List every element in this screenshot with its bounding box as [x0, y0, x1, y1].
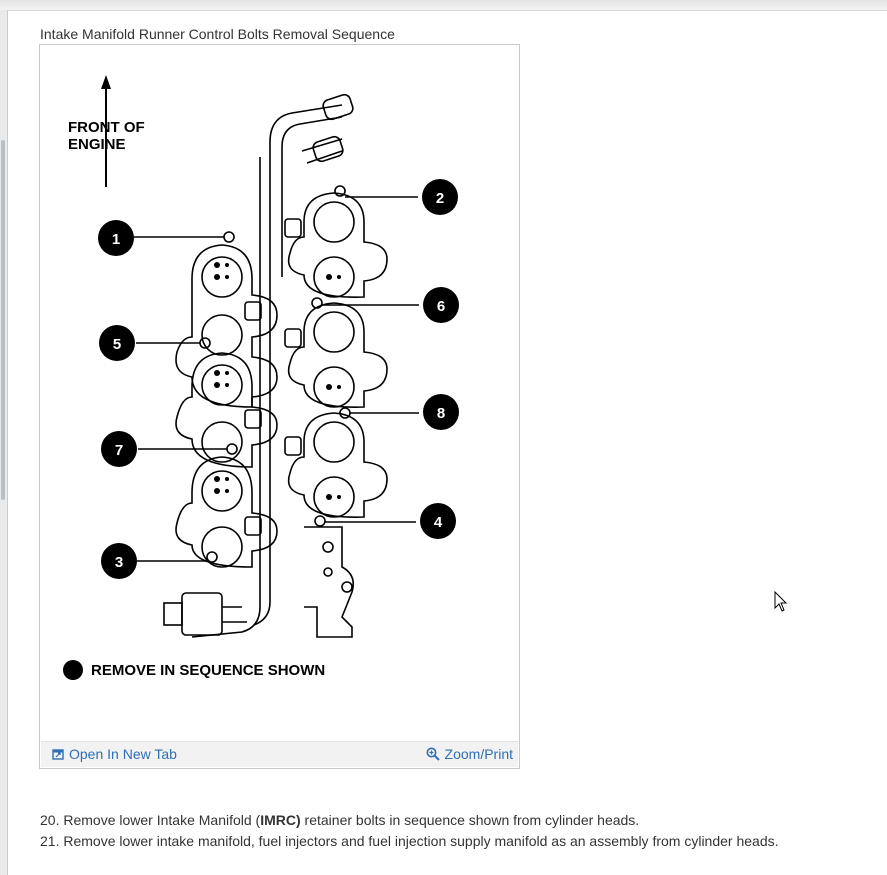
figure-caption: Intake Manifold Runner Control Bolts Rem…: [40, 26, 395, 42]
callout-leaders: [134, 196, 419, 562]
legend-dot-icon: [63, 660, 83, 680]
callout-1: 1: [98, 220, 134, 256]
svg-text:4: 4: [434, 514, 443, 531]
callout-4: 4: [420, 503, 456, 539]
callout-7: 7: [101, 431, 137, 467]
callout-3: 3: [101, 543, 137, 579]
top-toolbar-strip: [0, 0, 887, 11]
callout-5: 5: [99, 325, 135, 361]
zoom-print-link[interactable]: Zoom/Print: [426, 746, 513, 762]
front-label-line2: ENGINE: [68, 136, 126, 153]
front-label-line1: FRONT OF: [68, 119, 145, 136]
svg-text:1: 1: [112, 231, 120, 248]
front-arrow-icon: [101, 75, 111, 187]
zoom-print-label: Zoom/Print: [444, 746, 513, 762]
svg-text:6: 6: [437, 298, 445, 315]
svg-text:3: 3: [115, 554, 123, 571]
manifold-diagram: FRONT OF ENGINE: [63, 75, 459, 680]
instruction-steps: 20. Remove lower Intake Manifold (IMRC) …: [40, 810, 779, 852]
step-20: 20. Remove lower Intake Manifold (IMRC) …: [40, 812, 640, 828]
svg-text:2: 2: [436, 190, 444, 207]
callout-6: 6: [423, 287, 459, 323]
figure-image[interactable]: FRONT OF ENGINE: [42, 47, 517, 744]
svg-text:8: 8: [437, 405, 445, 422]
zoom-icon: [426, 747, 440, 761]
manifold-drawing: [163, 93, 388, 638]
open-in-new-tab-icon: [52, 749, 64, 760]
svg-text:5: 5: [113, 336, 121, 353]
legend-text: REMOVE IN SEQUENCE SHOWN: [91, 662, 325, 679]
scrollbar-thumb[interactable]: [1, 140, 5, 500]
open-in-new-tab-link[interactable]: Open In New Tab: [52, 746, 177, 762]
figure-container: FRONT OF ENGINE: [39, 44, 520, 769]
callout-8: 8: [423, 394, 459, 430]
callout-2: 2: [422, 179, 458, 215]
mouse-cursor-icon: [774, 591, 788, 612]
injector-markers: [214, 262, 341, 500]
svg-text:7: 7: [115, 442, 123, 459]
sequence-callouts: 1 2 3 4 5 6 7 8: [98, 179, 459, 579]
left-scrollbar[interactable]: [0, 10, 8, 875]
figure-footer: Open In New Tab Zoom/Print: [41, 741, 518, 767]
step-21: 21. Remove lower intake manifold, fuel i…: [40, 833, 779, 849]
open-in-new-tab-label: Open In New Tab: [69, 746, 177, 762]
